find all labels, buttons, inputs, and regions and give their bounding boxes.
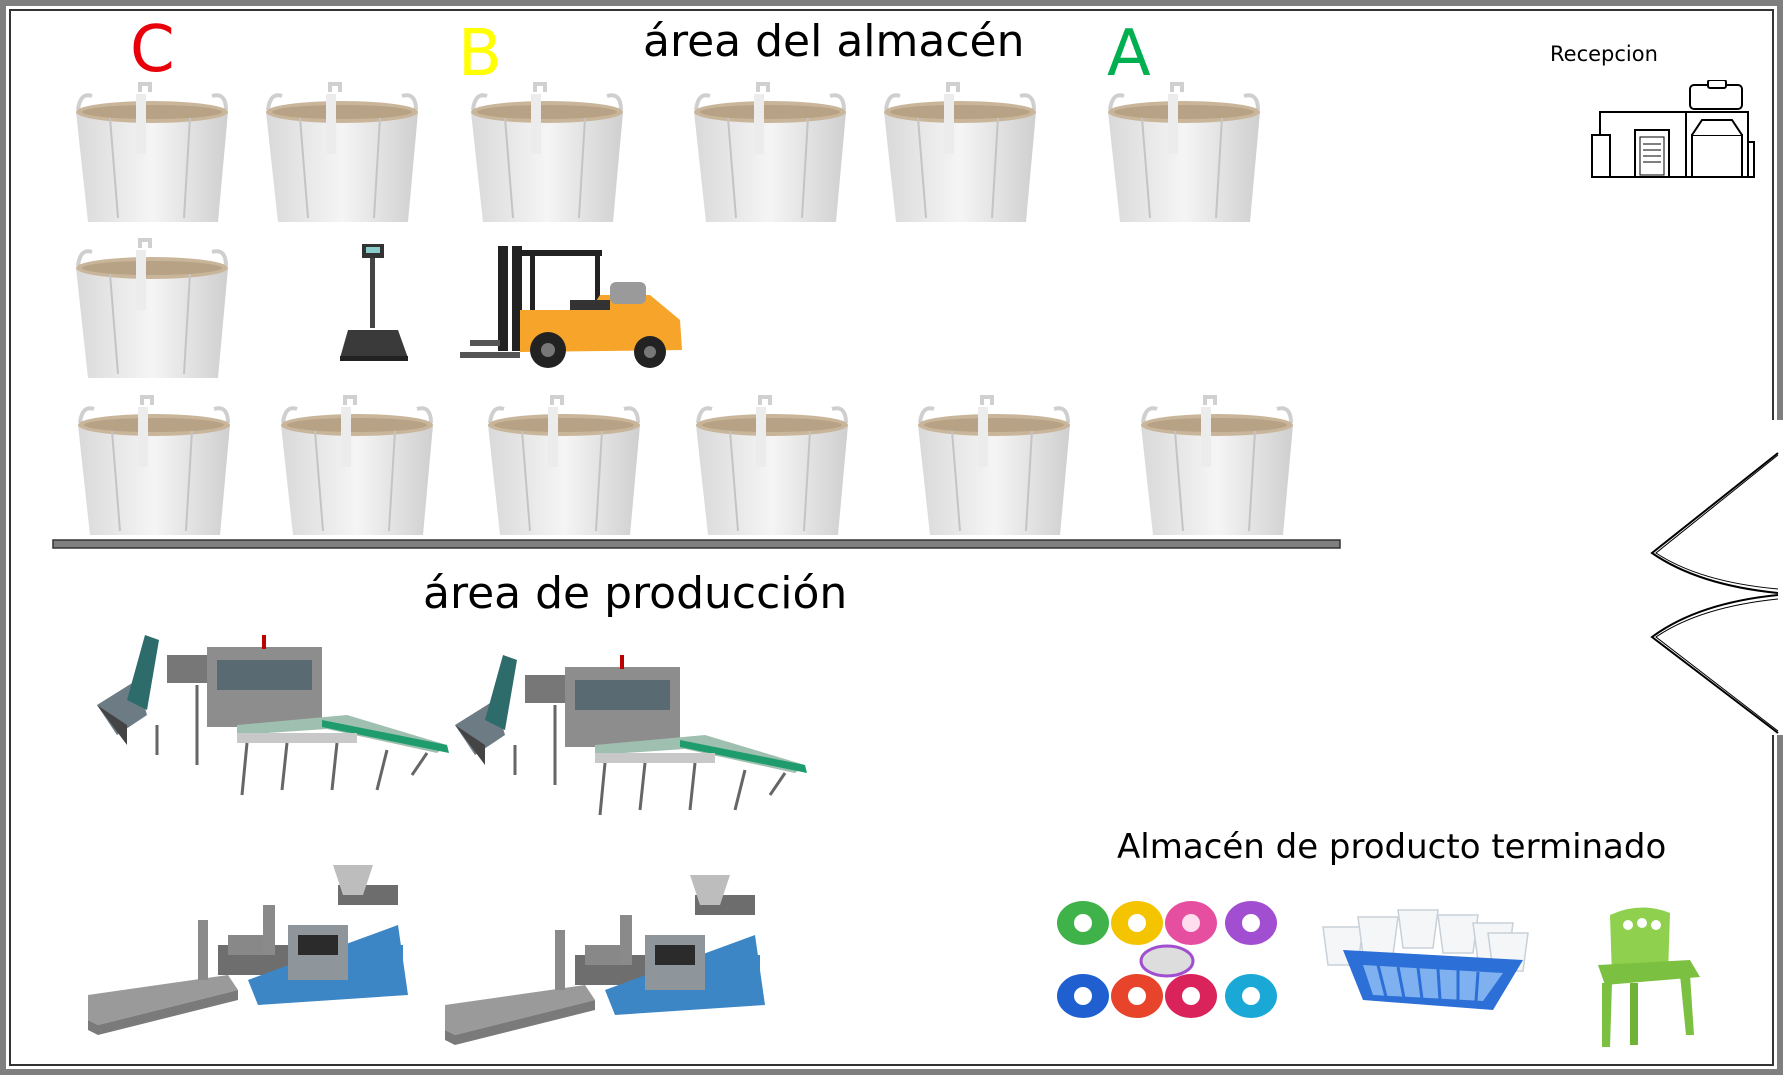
- zone-letter-c: C: [130, 13, 175, 87]
- reception-desk-icon: [1590, 80, 1755, 180]
- baby-potties-icon: [1055, 898, 1285, 1023]
- bulk-bag-icon: [70, 238, 235, 383]
- zone-letter-b: B: [458, 17, 502, 91]
- zone-letter-a: A: [1107, 17, 1151, 91]
- divider-wall: [52, 539, 1341, 549]
- forklift-icon: [460, 240, 685, 380]
- warehouse-area-title: área del almacén: [643, 16, 1025, 67]
- double-door-icon[interactable]: [1648, 445, 1783, 740]
- bulk-bag-icon: [482, 395, 647, 540]
- extruder-machine-icon: [88, 865, 413, 1045]
- plastic-chair-icon: [1590, 905, 1705, 1050]
- extruder-machine-icon: [445, 875, 770, 1055]
- bulk-bag-icon: [275, 395, 440, 540]
- thermoforming-machine-icon: [87, 625, 452, 800]
- bulk-bag-icon: [688, 82, 853, 227]
- door-gap: [1772, 420, 1783, 735]
- thermoforming-machine-icon: [445, 645, 810, 820]
- bulk-bag-icon: [878, 82, 1043, 227]
- bulk-bag-icon: [260, 82, 425, 227]
- bulk-bag-icon: [72, 395, 237, 540]
- bulk-bag-icon: [1135, 395, 1300, 540]
- bulk-bag-icon: [465, 82, 630, 227]
- bulk-bag-icon: [1102, 82, 1267, 227]
- bulk-bag-icon: [70, 82, 235, 227]
- buckets-and-basket-icon: [1318, 905, 1533, 1015]
- reception-label: Recepcion: [1550, 42, 1658, 66]
- platform-scale-icon: [340, 242, 410, 362]
- finished-goods-title: Almacén de producto terminado: [1117, 827, 1667, 867]
- bulk-bag-icon: [912, 395, 1077, 540]
- bulk-bag-icon: [690, 395, 855, 540]
- production-area-title: área de producción: [423, 568, 848, 619]
